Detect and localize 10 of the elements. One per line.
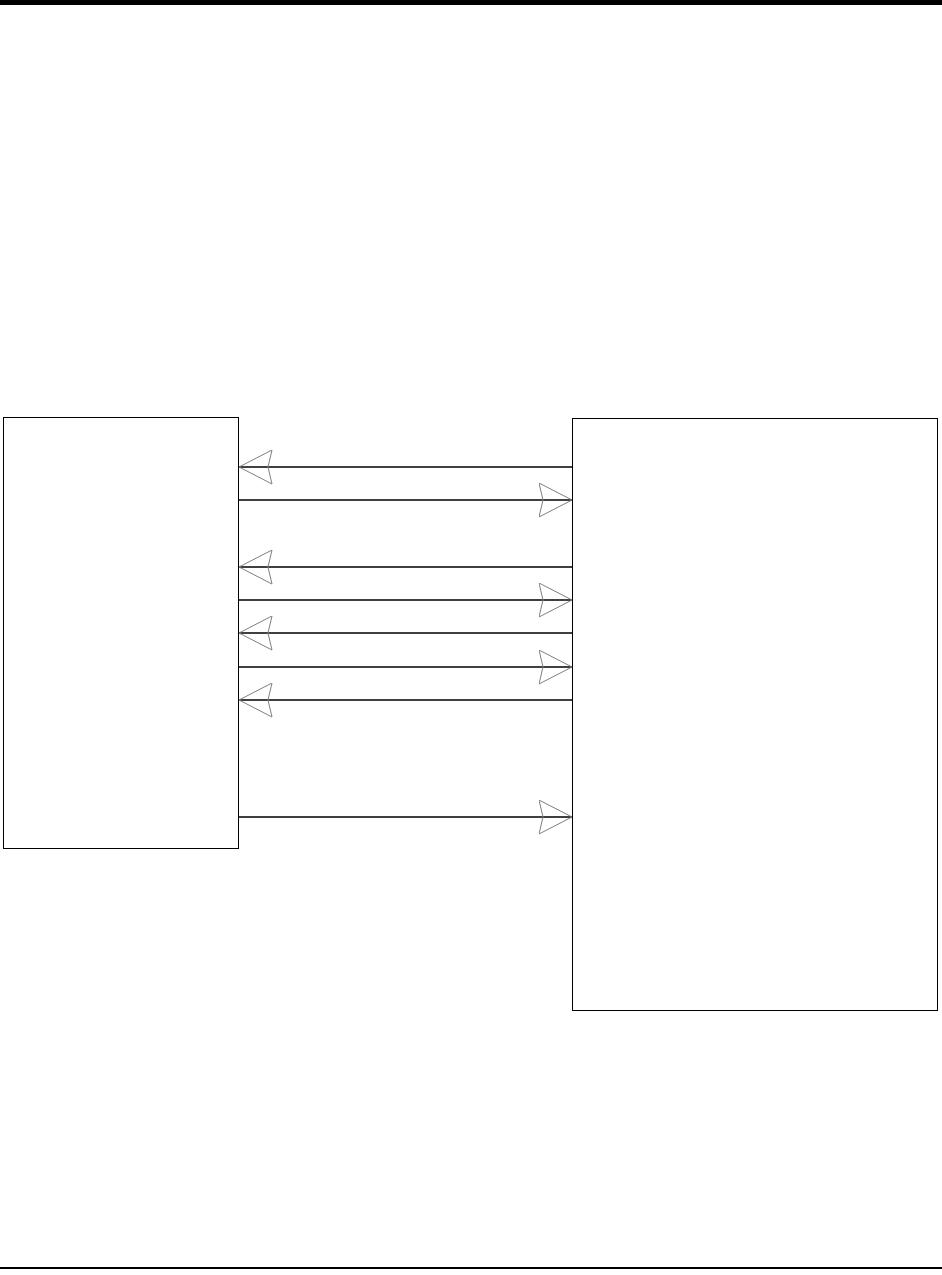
- signal-arrow: [238, 549, 573, 585]
- signal-arrow: [238, 615, 573, 651]
- system-block: [572, 418, 938, 1011]
- signal-arrow: [238, 482, 573, 518]
- signal-arrow: [238, 682, 573, 718]
- signal-arrow: [238, 649, 573, 685]
- signal-arrow: [238, 449, 573, 485]
- system-block: [3, 417, 239, 849]
- signal-arrow: [238, 582, 573, 618]
- signal-arrow: [238, 799, 573, 835]
